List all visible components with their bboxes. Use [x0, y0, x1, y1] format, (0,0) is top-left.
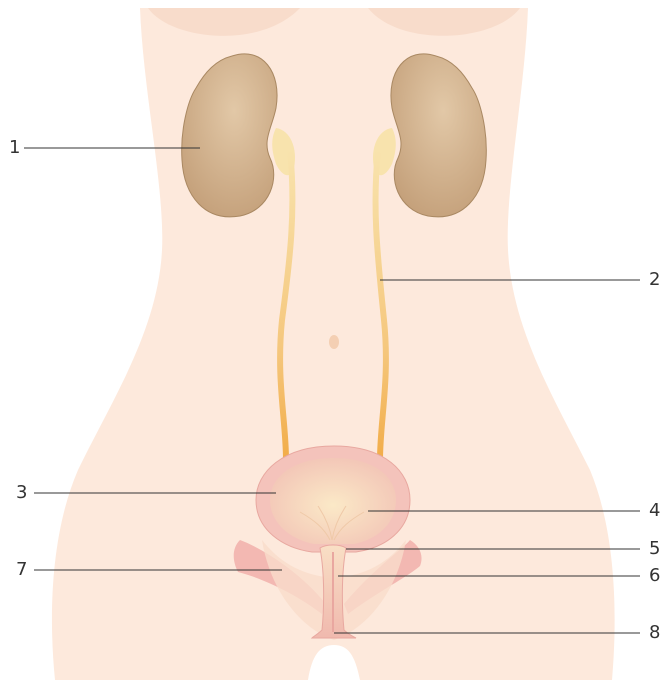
bladder-interior [270, 458, 396, 544]
callout-7-pelvic-floor-muscle: 7 [16, 561, 27, 579]
callout-2-ureter: 2 [649, 271, 660, 289]
callout-1-kidney: 1 [9, 139, 20, 157]
callout-8-urethral-opening: 8 [649, 624, 660, 642]
callout-5-bladder-neck: 5 [649, 540, 660, 558]
navel [329, 335, 339, 349]
callout-4-ureter-opening: 4 [649, 502, 660, 520]
callout-3-bladder-wall: 3 [16, 484, 27, 502]
callout-6-urethra: 6 [649, 567, 660, 585]
